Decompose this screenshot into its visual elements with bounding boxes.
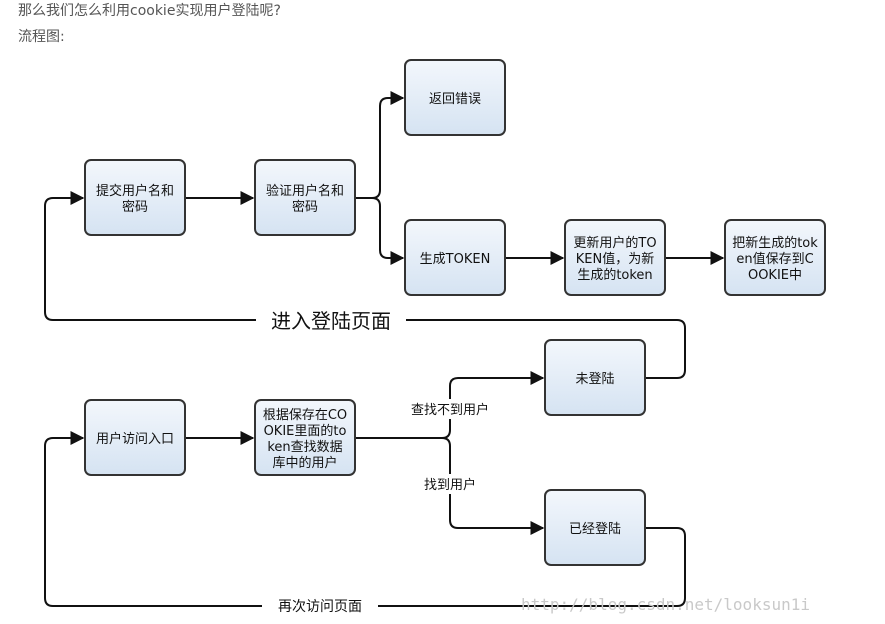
- node-label-line: 根据保存在CO: [263, 408, 347, 423]
- node-user-entry: 用户访问入口: [84, 399, 186, 476]
- node-label-line: 更新用户的TO: [573, 235, 656, 251]
- node-label-line: 用户访问入口: [96, 431, 174, 447]
- node-generate-token: 生成TOKEN: [404, 219, 506, 296]
- enter-login-label: 进入登陆页面: [271, 309, 391, 333]
- not-found-label: 查找不到用户: [411, 402, 489, 418]
- edge-lookup-to-logged: [441, 437, 545, 535]
- node-label-line: ken查找数据: [267, 440, 342, 455]
- node-label-line: 密码: [122, 199, 148, 215]
- question-heading: 那么我们怎么利用cookie实现用户登陆呢?: [18, 3, 281, 19]
- node-label-line: 生成的token: [577, 267, 652, 283]
- edge-verify-to-error: [355, 91, 405, 199]
- node-label-line: 验证用户名和: [266, 183, 344, 199]
- node-label-line: OOKIE中: [748, 268, 802, 283]
- node-label-line: 返回错误: [429, 92, 481, 107]
- node-label-line: 提交用户名和: [96, 183, 174, 199]
- flow-chart-label: 流程图:: [18, 29, 65, 45]
- node-label-line: KEN值，为新: [576, 251, 654, 267]
- node-label-line: 库中的用户: [272, 455, 337, 471]
- node-label-line: en值保存到C: [736, 251, 813, 267]
- enter-login-label-bg: [256, 306, 406, 334]
- node-label-line: 密码: [292, 199, 318, 215]
- node-not-logged-in: 未登陆: [544, 339, 646, 416]
- node-label-line: 已经登陆: [569, 521, 621, 537]
- node-label-line: 生成TOKEN: [420, 252, 491, 267]
- revisit-label: 再次访问页面: [278, 599, 362, 615]
- edge-verify-to-token: [371, 197, 405, 265]
- not-found-label-bg: [404, 399, 496, 419]
- node-label-line: 把新生成的tok: [732, 235, 818, 251]
- node-label-line: 未登陆: [575, 371, 614, 387]
- found-label-bg: [418, 474, 482, 494]
- node-logged-in: 已经登陆: [544, 489, 646, 566]
- watermark: http://blog.csdn.net/looksun1i: [521, 595, 810, 614]
- revisit-label-bg: [262, 596, 378, 616]
- found-label: 找到用户: [424, 477, 476, 493]
- node-label-line: OKIE里面的to: [264, 423, 347, 439]
- node-return-error: 返回错误: [404, 59, 506, 136]
